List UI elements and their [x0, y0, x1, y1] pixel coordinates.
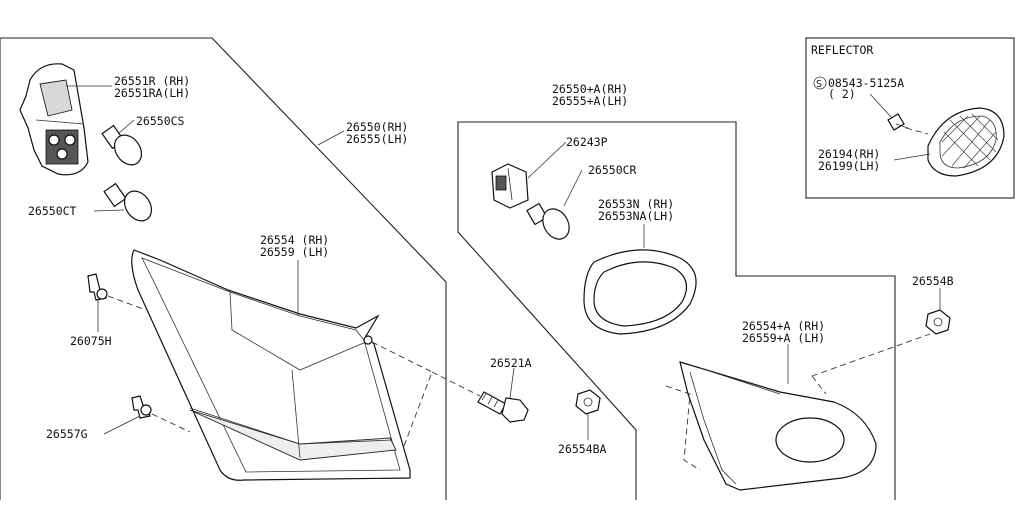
label-clip-h: 26075H: [70, 334, 112, 348]
screw-symbol-circle: [813, 76, 827, 90]
nut-b-part: [925, 309, 951, 335]
bolt-part: [477, 391, 529, 423]
clip-g-part: [131, 395, 152, 419]
reflector-inset-box: [805, 37, 1015, 199]
label-gasket-rh: 26553N (RH): [598, 197, 674, 211]
label-nut-b: 26554B: [912, 274, 954, 288]
label-inner-assy-lh: 26555+A(LH): [552, 94, 628, 108]
label-screw-symbol: S: [816, 79, 822, 90]
label-socket: 26243P: [566, 135, 608, 149]
label-gasket-lh: 26553NA(LH): [598, 209, 674, 223]
bulb-ct-part: [103, 182, 153, 222]
gasket-part: [583, 249, 697, 335]
bulb-cs-part: [101, 124, 143, 166]
label-reflector-rh: 26194(RH): [818, 147, 880, 161]
label-bulb-cs: 26550CS: [136, 114, 185, 128]
label-lens-rh: 26554 (RH): [260, 233, 329, 247]
bulb-cr-part: [526, 202, 570, 240]
housing-part: [19, 63, 89, 176]
label-clip-g: 26557G: [46, 427, 88, 441]
left-frame-outline: [0, 37, 447, 500]
label-housing-rh: 26551R (RH): [114, 74, 190, 88]
clip-h-part: [87, 273, 108, 301]
rear-lens-part: [131, 249, 411, 481]
label-reflector-title: REFLECTOR: [811, 43, 873, 57]
label-inner-assy-rh: 26550+A(RH): [552, 82, 628, 96]
inner-lens-part: [679, 361, 877, 491]
socket-part: [491, 163, 529, 209]
label-bulb-cr: 26550CR: [588, 163, 637, 177]
label-housing-lh: 26551RA(LH): [114, 86, 190, 100]
label-lamp-assy-lh: 26555(LH): [346, 132, 408, 146]
label-lamp-assy-rh: 26550(RH): [346, 120, 408, 134]
label-bulb-ct: 26550CT: [28, 204, 77, 218]
label-inner-lens-rh: 26554+A (RH): [742, 319, 825, 333]
nut-ba-part: [575, 389, 601, 415]
label-screw-qty: ( 2): [828, 87, 856, 101]
reflector-part: [927, 107, 1005, 177]
label-screw: 08543-5125A: [828, 76, 904, 90]
label-bolt: 26521A: [490, 356, 532, 370]
label-inner-lens-lh: 26559+A (LH): [742, 331, 825, 345]
label-lens-lh: 26559 (LH): [260, 245, 329, 259]
label-nut-ba: 26554BA: [558, 442, 607, 456]
inner-frame-outline: [457, 121, 896, 500]
label-reflector-lh: 26199(LH): [818, 159, 880, 173]
